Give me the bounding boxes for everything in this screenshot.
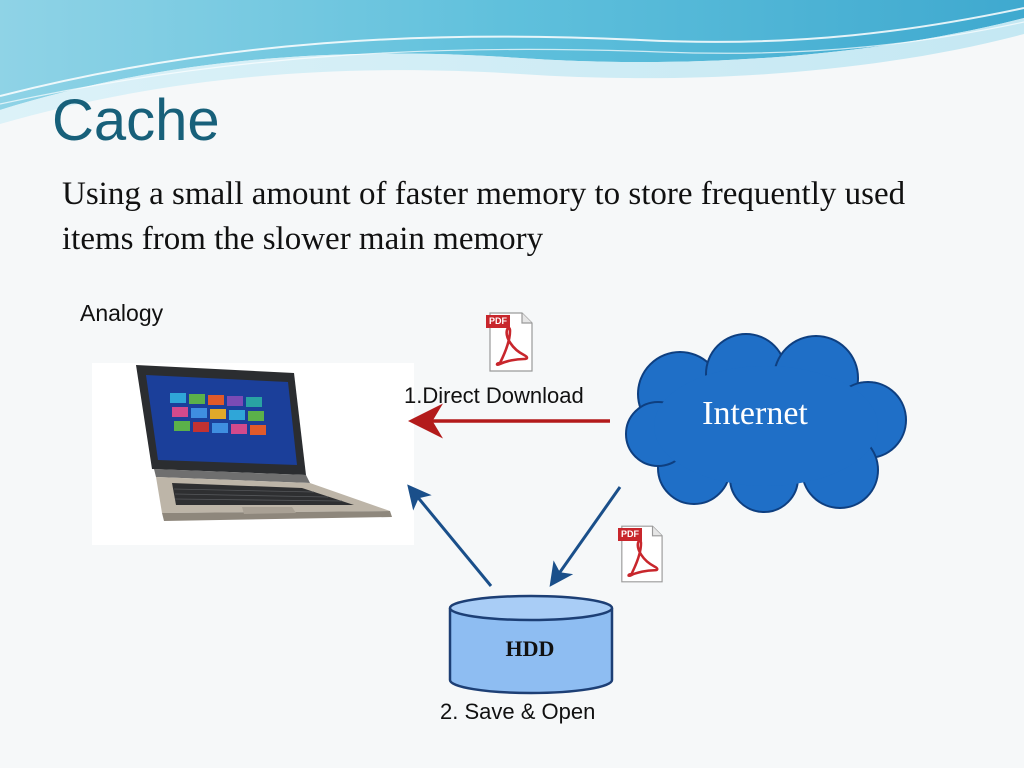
internet-cloud-shape [625,333,907,513]
pdf-tag-label: PDF [618,528,642,541]
hdd-cylinder-shape [448,594,614,695]
internet-to-hdd-arrow [549,486,622,587]
pdf-file-icon-top: PDF [486,311,534,373]
internet-label: Internet [702,395,808,432]
pdf-tag-label: PDF [486,315,510,328]
slide-subtitle: Using a small amount of faster memory to… [62,176,906,257]
save-open-label: 2. Save & Open [440,699,596,724]
hdd-to-laptop-arrow [407,484,493,587]
pdf-file-icon-bottom: PDF [618,524,664,584]
hdd-label: HDD [505,636,555,661]
slide-title: Cache [52,88,220,153]
laptop-tablet-image [136,365,392,521]
direct-download-label: 1.Direct Download [404,383,584,408]
laptop-image-frame [92,363,414,545]
header-wave-decoration [0,0,1024,124]
analogy-label: Analogy [80,300,164,326]
